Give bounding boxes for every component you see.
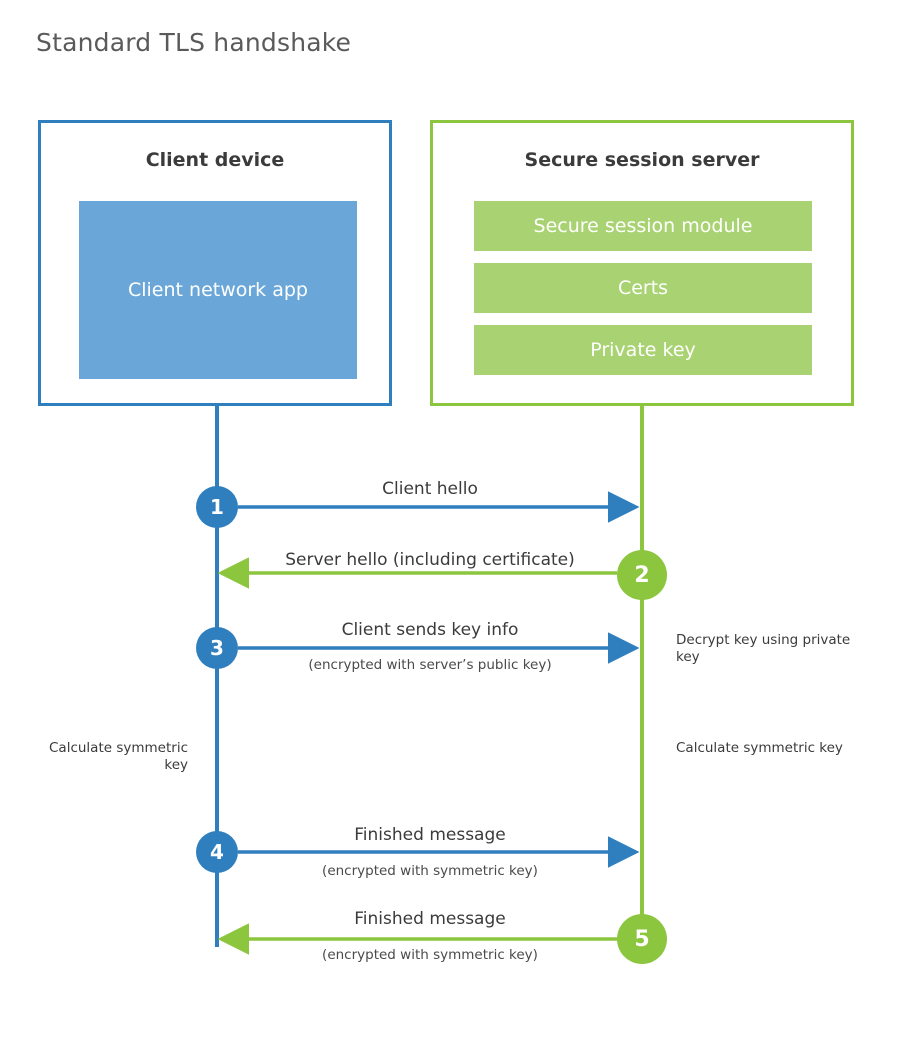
note-calculate-symmetric-key-server: Calculate symmetric key: [676, 740, 843, 756]
secure-session-server-box: Secure session server Secure session mod…: [430, 120, 854, 406]
message-sublabel-step-3: (encrypted with server’s public key): [308, 657, 552, 673]
message-label-step-3: Client sends key info: [341, 620, 519, 640]
message-sublabel-step-5: (encrypted with symmetric key): [322, 947, 538, 963]
client-device-title: Client device: [145, 149, 285, 171]
client-device-box: Client device Client network app: [38, 120, 392, 406]
server-component-certs: Certs: [474, 263, 812, 313]
note-calculate-symmetric-key-client: Calculate symmetric key: [49, 740, 188, 773]
message-label-step-5: Finished message: [354, 909, 506, 929]
secure-session-server-title: Secure session server: [524, 149, 760, 171]
step-marker-4: 4: [196, 831, 238, 873]
message-label-step-2: Server hello (including certificate): [285, 550, 575, 570]
message-sublabel-step-4: (encrypted with symmetric key): [322, 863, 538, 879]
client-network-app-block: Client network app: [79, 201, 357, 379]
step-marker-3: 3: [196, 627, 238, 669]
step-marker-1: 1: [196, 486, 238, 528]
message-label-step-4: Finished message: [354, 825, 506, 845]
client-lifeline: [215, 405, 219, 947]
step-marker-2: 2: [617, 550, 667, 600]
server-lifeline: [640, 405, 644, 939]
page-title: Standard TLS handshake: [36, 28, 352, 57]
server-component-secure-session-module: Secure session module: [474, 201, 812, 251]
step-marker-5: 5: [617, 914, 667, 964]
note-decrypt-key: Decrypt key using private key: [676, 632, 851, 665]
server-component-private-key: Private key: [474, 325, 812, 375]
message-label-step-1: Client hello: [382, 479, 478, 499]
